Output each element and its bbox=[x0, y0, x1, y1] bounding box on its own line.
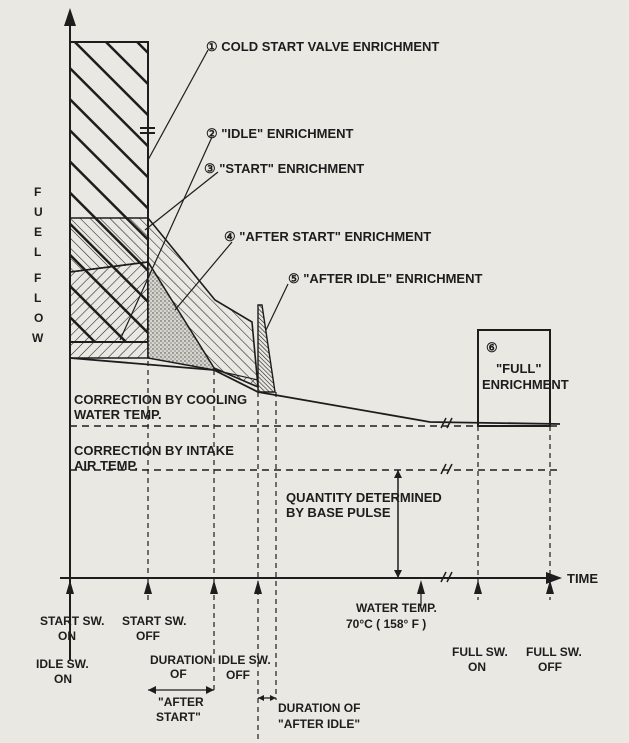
base-pulse-arrow bbox=[394, 470, 402, 578]
full-sw-on-label-1: FULL SW. bbox=[452, 645, 508, 659]
callout-cold-start: ① COLD START VALVE ENRICHMENT bbox=[206, 39, 439, 54]
after-idle-spike bbox=[257, 304, 276, 393]
water-correction-label-1: CORRECTION BY COOLING bbox=[74, 392, 247, 407]
idle-sw-off-label-1: IDLE SW. bbox=[218, 653, 271, 667]
callout-after-start: ④ "AFTER START" ENRICHMENT bbox=[224, 229, 431, 244]
y-letter: L bbox=[34, 291, 42, 305]
duration-after-start-1: DURATION bbox=[150, 653, 212, 667]
air-correction-label-2: AIR TEMP. bbox=[74, 458, 138, 473]
start-sw-off-label-2: OFF bbox=[136, 629, 160, 643]
duration-after-start-arrow bbox=[148, 686, 214, 694]
start-sw-on-label-2: ON bbox=[58, 629, 76, 643]
break-marks bbox=[440, 417, 453, 583]
callout-full-number: ⑥ bbox=[486, 340, 498, 355]
y-letter: E bbox=[34, 225, 43, 239]
callout-idle: ② "IDLE" ENRICHMENT bbox=[206, 126, 354, 141]
full-sw-off-label-2: OFF bbox=[538, 660, 562, 674]
callout-full-line1: "FULL" bbox=[496, 361, 542, 376]
base-pulse-label-1: QUANTITY DETERMINED bbox=[286, 490, 442, 505]
start-enrichment-band bbox=[69, 261, 149, 359]
y-letter: F bbox=[34, 185, 42, 199]
y-letter: F bbox=[34, 271, 42, 285]
idle-sw-on-label-1: IDLE SW. bbox=[36, 657, 89, 671]
duration-after-idle-2: "AFTER IDLE" bbox=[278, 717, 360, 731]
base-pulse-label-2: BY BASE PULSE bbox=[286, 505, 391, 520]
y-letter: L bbox=[34, 245, 42, 259]
callout-after-idle: ⑤ "AFTER IDLE" ENRICHMENT bbox=[288, 271, 482, 286]
event-lines bbox=[147, 262, 551, 743]
y-axis-label: F U E L F L O W bbox=[32, 185, 44, 345]
idle-sw-on-label-2: ON bbox=[54, 672, 72, 686]
y-letter: O bbox=[34, 311, 44, 325]
water-temp-label-1: WATER TEMP. bbox=[356, 601, 437, 615]
water-correction-label-2: WATER TEMP. bbox=[74, 407, 162, 422]
air-correction-label-1: CORRECTION BY INTAKE bbox=[74, 443, 234, 458]
full-enrichment-box bbox=[477, 329, 551, 427]
x-axis bbox=[60, 572, 562, 584]
duration-after-idle-1: DURATION OF bbox=[278, 701, 360, 715]
y-letter: W bbox=[32, 331, 44, 345]
callout-start: ③ "START" ENRICHMENT bbox=[204, 161, 364, 176]
idle-sw-off-label-2: OFF bbox=[226, 668, 250, 682]
full-sw-on-label-2: ON bbox=[468, 660, 486, 674]
leader-lines bbox=[119, 49, 289, 341]
full-sw-off-label-1: FULL SW. bbox=[526, 645, 582, 659]
start-sw-on-label-1: START SW. bbox=[40, 614, 104, 628]
duration-after-start-4: START" bbox=[156, 710, 201, 724]
event-arrows bbox=[66, 580, 554, 594]
duration-after-idle-arrow bbox=[258, 695, 276, 701]
water-temp-label-2: 70°C ( 158° F ) bbox=[346, 617, 426, 631]
start-sw-off-label-1: START SW. bbox=[122, 614, 186, 628]
duration-after-start-3: "AFTER bbox=[158, 695, 204, 709]
duration-after-start-2: OF bbox=[170, 667, 187, 681]
x-axis-label: TIME bbox=[567, 571, 598, 586]
y-letter: U bbox=[34, 205, 44, 219]
callout-full-line2: ENRICHMENT bbox=[482, 377, 569, 392]
